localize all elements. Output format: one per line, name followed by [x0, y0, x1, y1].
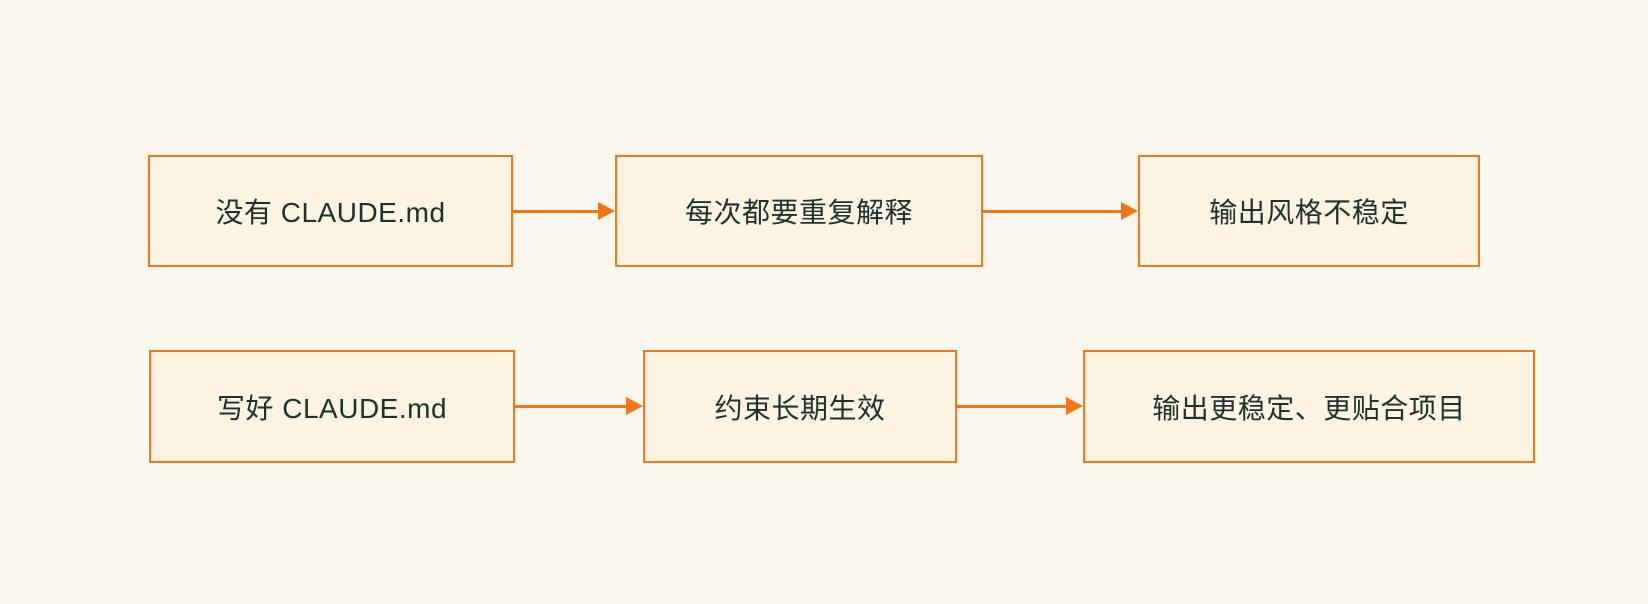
flow-arrow-right — [957, 397, 1083, 415]
arrow-shaft — [957, 404, 1070, 408]
flow-node-no-claude-md: 没有 CLAUDE.md — [148, 155, 513, 267]
flow-node-stable-fitting-output: 输出更稳定、更贴合项目 — [1083, 350, 1535, 463]
flow-node-label: 每次都要重复解释 — [684, 197, 913, 228]
arrow-shaft — [515, 404, 630, 408]
flow-node-lasting-constraints: 约束长期生效 — [643, 350, 957, 463]
flow-node-label: 输出更稳定、更贴合项目 — [1152, 392, 1466, 424]
arrowhead-right-icon — [1066, 397, 1083, 415]
flow-arrow-right — [515, 397, 643, 415]
arrow-shaft — [513, 209, 602, 213]
flow-node-write-claude-md: 写好 CLAUDE.md — [149, 350, 515, 463]
arrowhead-right-icon — [1121, 202, 1138, 220]
flow-arrow-right — [513, 202, 615, 220]
flow-node-label: 写好 CLAUDE.md — [216, 392, 448, 424]
flow-node-label: 输出风格不稳定 — [1209, 197, 1409, 228]
arrow-shaft — [983, 209, 1125, 213]
arrowhead-right-icon — [626, 397, 643, 415]
flow-node-label: 约束长期生效 — [714, 392, 886, 424]
flow-node-repeat-explain: 每次都要重复解释 — [615, 155, 983, 267]
flow-node-label: 没有 CLAUDE.md — [215, 197, 446, 228]
flow-arrow-right — [983, 202, 1138, 220]
flow-node-unstable-output: 输出风格不稳定 — [1138, 155, 1480, 267]
arrowhead-right-icon — [598, 202, 615, 220]
